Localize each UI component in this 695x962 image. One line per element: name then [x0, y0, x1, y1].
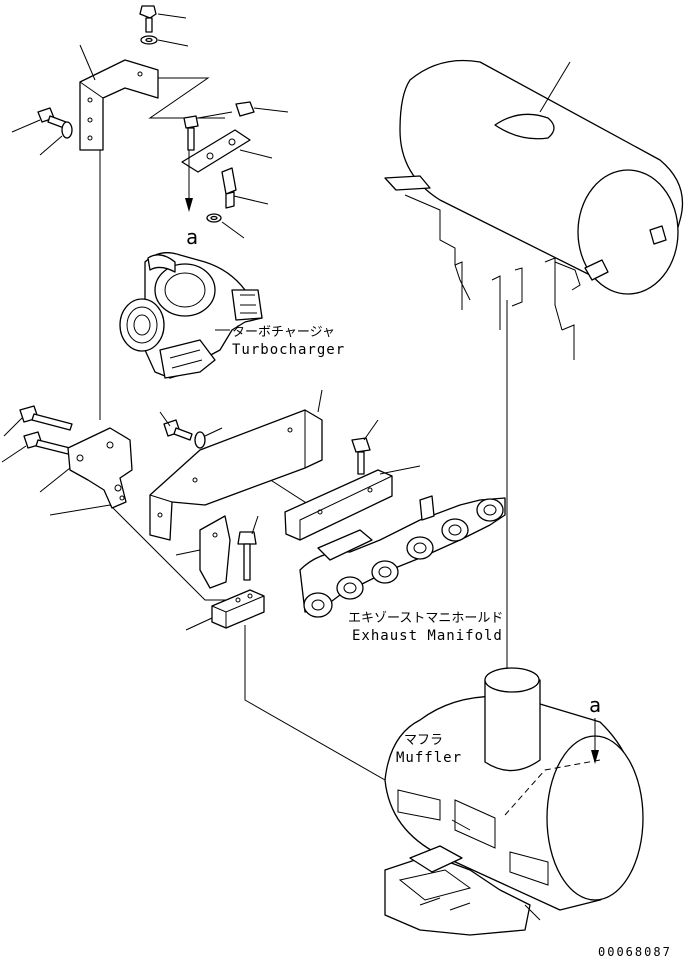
bracket-mid-left: [39, 427, 133, 509]
bolt-center: [159, 411, 193, 441]
bolt-vertical-center: [237, 515, 259, 581]
muffler-label-jp: マフラ: [404, 733, 443, 748]
washer-upper-left: [39, 121, 73, 156]
gasket-turbo: [206, 213, 245, 239]
spacer-block: [185, 589, 265, 631]
drawing-number: 00068087: [598, 945, 672, 959]
bolt-upper-left: [11, 107, 67, 133]
turbocharger-unit: [119, 252, 263, 379]
bolt-manifold: [351, 419, 379, 475]
turbo-bracket-upper: [79, 44, 159, 151]
bolt-top: [139, 5, 187, 33]
bracket-manifold: [284, 465, 421, 541]
plate-side: [175, 515, 231, 589]
bolt-turbo-plate: [183, 111, 233, 151]
stud-turbo: [221, 167, 269, 209]
bolt-mid-left-1: [3, 405, 73, 437]
muffler: [384, 667, 644, 936]
turbocharger-label-en: Turbocharger: [232, 342, 345, 358]
exhaust-manifold-label-jp: エキゾーストマニホールド: [348, 611, 503, 626]
ref-letter-a-top: a: [186, 225, 198, 249]
muffler-cover: [384, 59, 684, 360]
washer-top: [140, 35, 189, 47]
turbo-plate: [181, 129, 273, 173]
bracket-center-large: [149, 389, 323, 541]
bolt-mid-left-2: [1, 431, 79, 463]
ref-arrow-muffler: [591, 718, 599, 764]
nut-turbo-plate: [235, 101, 289, 117]
turbocharger-label-jp: ターボチャージャ: [232, 325, 335, 340]
exhaust-manifold: [299, 495, 506, 618]
ref-letter-a-muffler: a: [589, 693, 601, 717]
exhaust-manifold-label-en: Exhaust Manifold: [352, 628, 503, 644]
washer-center: [194, 427, 223, 449]
ref-arrow-top: [185, 150, 193, 212]
muffler-label-en: Muffler: [396, 750, 462, 766]
